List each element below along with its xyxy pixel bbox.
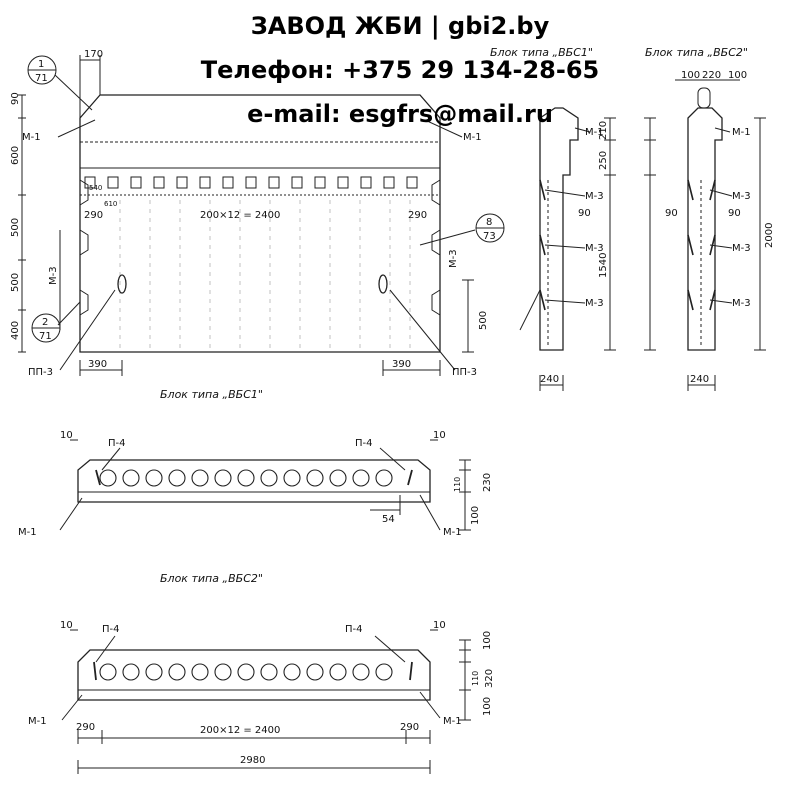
dim-90: 90 bbox=[10, 92, 21, 105]
dim-500c: 500 bbox=[478, 311, 489, 330]
label-pp3-left: ПП-3 bbox=[28, 367, 53, 378]
label-m3-side1a: М-3 bbox=[585, 191, 604, 202]
callout-1-bottom: 71 bbox=[35, 73, 48, 84]
label-pp3-right: ПП-3 bbox=[452, 367, 477, 378]
label-m1-side1: М-1 bbox=[585, 127, 604, 138]
label-m3-right: М-3 bbox=[448, 249, 459, 268]
dim-q320: 320 bbox=[484, 669, 495, 688]
label-p4-right2: П-4 bbox=[345, 624, 363, 635]
title-plan-vbs2: Блок типа „ВБС2" bbox=[160, 572, 263, 585]
label-m1-plan2-left: М-1 bbox=[28, 716, 47, 727]
callout-1-top: 1 bbox=[38, 59, 44, 70]
callout-2-71 bbox=[31, 313, 61, 343]
callout-8-bottom: 73 bbox=[483, 231, 496, 242]
header-line-3: e-mail: esgfrs@mail.ru bbox=[247, 100, 553, 128]
dim-s220: 220 bbox=[702, 70, 721, 81]
dim-500b: 500 bbox=[10, 273, 21, 292]
label-m3-side2c: М-3 bbox=[732, 298, 751, 309]
label-p4-right: П-4 bbox=[355, 438, 373, 449]
dim-s240b: 240 bbox=[690, 374, 709, 385]
plan-vbs1 bbox=[59, 439, 471, 531]
callout-2-bottom: 71 bbox=[39, 331, 52, 342]
dim-q2980: 2980 bbox=[240, 755, 265, 766]
callout-8-top: 8 bbox=[486, 217, 492, 228]
label-m3-side2a: М-3 bbox=[732, 191, 751, 202]
side-view-vbs2 bbox=[644, 79, 766, 391]
dim-290-left: 290 bbox=[84, 210, 103, 221]
label-m1-side2: М-1 bbox=[732, 127, 751, 138]
dim-600: 600 bbox=[10, 146, 21, 165]
label-p4-left: П-4 bbox=[108, 438, 126, 449]
dim-q100a: 100 bbox=[482, 631, 493, 650]
dim-p10a: 10 bbox=[60, 430, 73, 441]
dim-s90c: 90 bbox=[728, 208, 741, 219]
dim-q290r: 290 bbox=[400, 722, 419, 733]
dim-s90a: 90 bbox=[578, 208, 591, 219]
dim-s2000: 2000 bbox=[764, 223, 775, 248]
dim-q2400: 200×12 = 2400 bbox=[200, 725, 280, 736]
dim-170: 170 bbox=[84, 49, 103, 60]
dim-s100b: 100 bbox=[728, 70, 747, 81]
label-m3-left: М-3 bbox=[48, 266, 59, 285]
dim-grid: 200×12 = 2400 bbox=[200, 210, 280, 221]
dim-s240a: 240 bbox=[540, 374, 559, 385]
label-m1-top-right: М-1 bbox=[463, 132, 482, 143]
dim-q110: 110 bbox=[471, 671, 480, 686]
label-m1-top-left: М-1 bbox=[22, 132, 41, 143]
dim-s90b: 90 bbox=[665, 208, 678, 219]
header-line-1: ЗАВОД ЖБИ | gbi2.by bbox=[250, 12, 550, 40]
dim-390-right: 390 bbox=[392, 359, 411, 370]
dim-s210: 210 bbox=[598, 121, 609, 140]
dim-540: 540 bbox=[89, 184, 102, 192]
dim-q100b: 100 bbox=[482, 697, 493, 716]
label-m1-plan2-right: М-1 bbox=[443, 716, 462, 727]
dim-q10a: 10 bbox=[60, 620, 73, 631]
label-m1-plan-left: М-1 bbox=[18, 527, 37, 538]
label-m1-plan-right: М-1 bbox=[443, 527, 462, 538]
drawing-text: Блок типа „ВБС1" Блок типа „ВБС2" Блок т… bbox=[10, 46, 775, 766]
dim-p230: 230 bbox=[482, 473, 493, 492]
dim-s1540: 1540 bbox=[598, 253, 609, 278]
title-side-vbs2: Блок типа „ВБС2" bbox=[645, 46, 748, 59]
dim-q10b: 10 bbox=[433, 620, 446, 631]
dim-s250: 250 bbox=[598, 151, 609, 170]
dim-p10b: 10 bbox=[433, 430, 446, 441]
dim-290-right: 290 bbox=[408, 210, 427, 221]
dim-q290l: 290 bbox=[76, 722, 95, 733]
label-m3-side1c: М-3 bbox=[585, 298, 604, 309]
front-view bbox=[18, 55, 476, 376]
side-view-vbs1 bbox=[519, 107, 616, 391]
callout-2-top: 2 bbox=[42, 317, 48, 328]
header-line-2: Телефон: +375 29 134-28-65 bbox=[200, 56, 600, 84]
dim-p110: 110 bbox=[453, 477, 462, 492]
callout-8-73 bbox=[475, 213, 505, 243]
dim-390-left: 390 bbox=[88, 359, 107, 370]
dim-400: 400 bbox=[10, 321, 21, 340]
title-side-vbs1: Блок типа „ВБС1" bbox=[490, 46, 593, 59]
dim-p100: 100 bbox=[470, 506, 481, 525]
dim-p54: 54 bbox=[382, 514, 395, 525]
label-m3-side1b: М-3 bbox=[585, 243, 604, 254]
callout-1-71 bbox=[27, 55, 57, 85]
label-m3-side2b: М-3 bbox=[732, 243, 751, 254]
dim-s100a: 100 bbox=[681, 70, 700, 81]
label-p4-left2: П-4 bbox=[102, 624, 120, 635]
dim-610: 610 bbox=[104, 200, 117, 208]
plan-vbs2 bbox=[61, 629, 471, 774]
dim-500a: 500 bbox=[10, 218, 21, 237]
title-front-vbs1: Блок типа „ВБС1" bbox=[160, 388, 263, 401]
